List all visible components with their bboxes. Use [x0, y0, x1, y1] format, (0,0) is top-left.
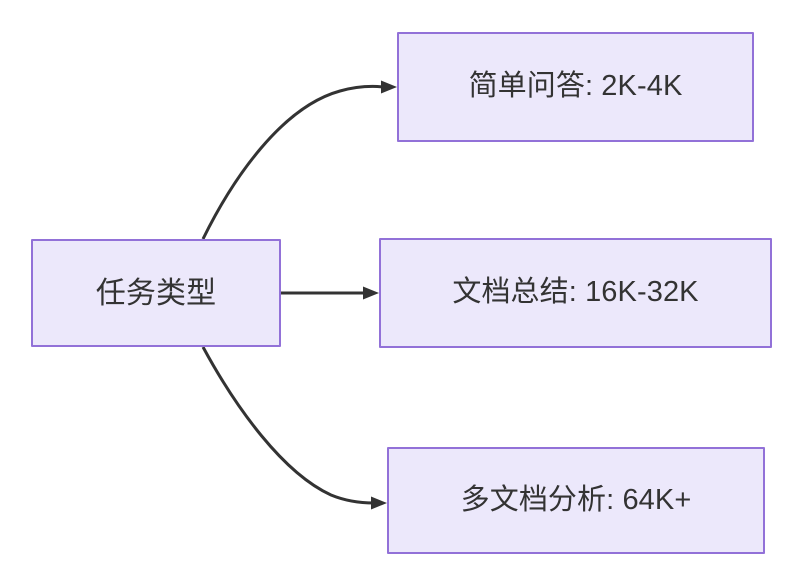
node-task-type[interactable]: 任务类型	[31, 239, 281, 347]
arrow-head-multi-doc	[371, 496, 387, 510]
node-simple-qa[interactable]: 简单问答: 2K-4K	[397, 32, 754, 142]
node-multi-doc-label: 多文档分析: 64K+	[460, 483, 692, 516]
edge-root-to-multi-doc	[201, 346, 387, 510]
edge-root-to-simple-qa	[201, 80, 397, 240]
edge-path-simple-qa	[201, 85, 385, 240]
node-task-type-label: 任务类型	[95, 276, 217, 310]
arrow-head-simple-qa	[381, 80, 397, 94]
edge-path-multi-doc	[201, 346, 375, 505]
node-doc-summary[interactable]: 文档总结: 16K-32K	[379, 238, 772, 348]
edge-root-to-doc-summary	[281, 286, 379, 300]
node-doc-summary-label: 文档总结: 16K-32K	[452, 276, 699, 309]
node-simple-qa-label: 简单问答: 2K-4K	[468, 70, 683, 103]
node-multi-doc[interactable]: 多文档分析: 64K+	[387, 447, 765, 554]
arrow-head-doc-summary	[363, 286, 379, 300]
